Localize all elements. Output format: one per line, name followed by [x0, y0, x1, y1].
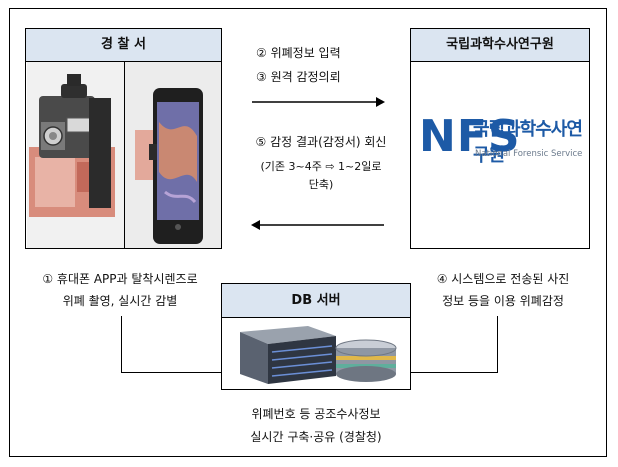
db-server-title: DB 서버 — [222, 284, 410, 318]
nfs-logo-korean: 국립과학수사연구원 — [473, 119, 583, 166]
phone-lens-illustration — [29, 74, 115, 217]
right-connector-horizontal — [410, 372, 498, 373]
nfs-box: 국립과학수사연구원 NFS 국립과학수사연구원 National Forensi… — [410, 28, 590, 249]
step1-line1: ① 휴대폰 APP과 탈착시렌즈로 — [42, 272, 198, 286]
step1-line2: 위폐 촬영, 실시간 감별 — [62, 294, 178, 308]
photo-divider — [124, 62, 125, 248]
step4-line2: 정보 등을 이용 위폐감정 — [442, 294, 564, 308]
police-station-box: 경 찰 서 — [25, 28, 222, 249]
left-connector-vertical — [121, 316, 122, 373]
step2-label: ② 위폐정보 입력 — [256, 46, 341, 60]
phone-lens-photo — [27, 62, 124, 248]
phone-screen-illustration — [135, 88, 203, 244]
police-station-title: 경 찰 서 — [26, 29, 221, 62]
step5-note-line1: (기존 3~4주 ⇨ 1~2일로 — [260, 160, 382, 173]
nfs-title: 국립과학수사연구원 — [411, 29, 589, 62]
step5-label: ⑤ 감정 결과(감정서) 회신 — [255, 135, 387, 149]
arrow-right — [252, 97, 385, 107]
db-server-box: DB 서버 — [221, 283, 411, 390]
diagram-frame — [9, 8, 607, 457]
phone-screen-photo — [125, 62, 221, 248]
nfs-logo-letters: NFS — [419, 111, 521, 162]
server-icon — [240, 326, 397, 384]
step5-note-line2: 단축) — [308, 178, 334, 191]
nfs-logo: NFS 국립과학수사연구원 National Forensic Service — [417, 111, 585, 221]
step3-label: ③ 원격 감정의뢰 — [256, 70, 341, 84]
arrow-left — [251, 220, 384, 230]
step4-line1: ④ 시스템으로 전송된 사진 — [436, 272, 570, 286]
left-connector-horizontal — [121, 372, 221, 373]
db-caption-line1: 위폐번호 등 공조수사정보 — [251, 407, 381, 421]
nfs-logo-english: National Forensic Service — [475, 149, 583, 159]
right-connector-vertical — [497, 316, 498, 373]
db-caption-line2: 실시간 구축·공유 (경찰청) — [250, 430, 382, 444]
